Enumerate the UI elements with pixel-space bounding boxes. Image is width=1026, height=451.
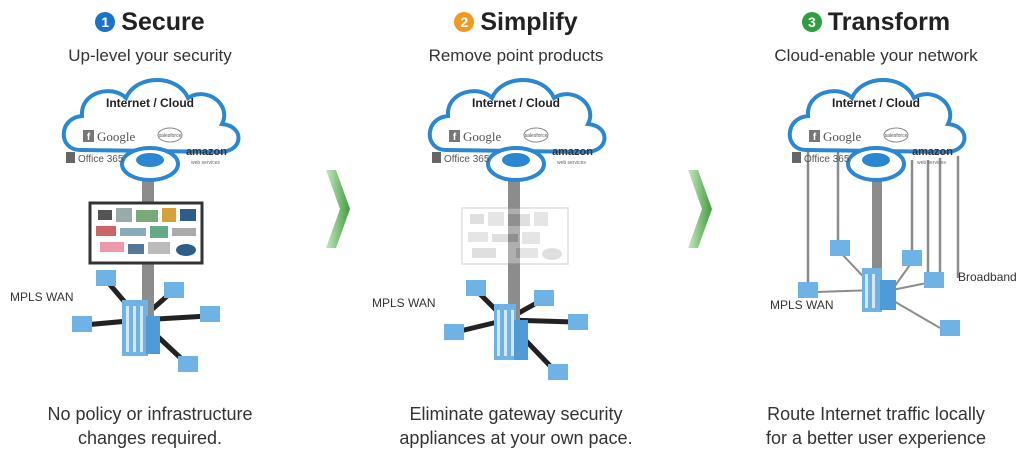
internet-cloud-icon <box>427 78 607 182</box>
mpls-wan-label: MPLS WAN <box>770 298 834 312</box>
facebook-logo-text: f <box>453 132 457 143</box>
panel-subtitle: Cloud-enable your network <box>774 46 978 65</box>
cloud-title: Internet / Cloud <box>106 96 194 110</box>
branch-office-icon <box>466 280 486 296</box>
branch-office-icon <box>568 314 588 330</box>
hq-building-icon <box>122 300 160 356</box>
facebook-logo-text: f <box>87 132 91 143</box>
salesforce-logo-text: salesforce <box>525 133 548 139</box>
salesforce-icon <box>883 127 909 143</box>
internet-cloud-icon <box>787 78 967 182</box>
mpls-wan-label: MPLS WAN <box>372 296 436 310</box>
branch-office-icon <box>534 290 554 306</box>
trunk-pipe <box>872 180 882 272</box>
secure-diagram: Internet / Cloud f Google salesforce Off… <box>61 78 241 372</box>
amazon-logo-text: amazon <box>912 146 953 158</box>
office-icon <box>792 152 801 163</box>
panel-description: Eliminate gateway security appliances at… <box>366 402 666 450</box>
chevron-right-icon <box>688 170 712 248</box>
cloud-title: Internet / Cloud <box>472 96 560 110</box>
hq-building-icon <box>494 304 528 360</box>
branch-office-icon <box>164 282 184 298</box>
amazon-logo-text: amazon <box>186 146 227 158</box>
panel-description: Route Internet traffic locally for a bet… <box>726 402 1026 450</box>
transform-diagram: Internet / Cloud f Google salesforce Off… <box>787 78 967 336</box>
branch-office-icon <box>72 316 92 332</box>
branch-offices <box>72 270 220 372</box>
branch-office-icon <box>830 240 850 256</box>
branch-office-icon <box>902 250 922 266</box>
broadband-label: Broadband <box>958 270 1017 284</box>
direct-internet-links <box>806 150 960 284</box>
panel-title: Transform <box>827 8 951 36</box>
panel-subtitle: Remove point products <box>428 46 604 65</box>
mpls-wan-label: MPLS WAN <box>10 290 74 304</box>
branch-office-icon <box>200 306 220 322</box>
office-logo-text: Office 365 <box>804 154 850 165</box>
branch-office-icon <box>924 272 944 288</box>
office-icon <box>432 152 441 163</box>
description-line: for a better user experience <box>765 428 987 448</box>
simplify-diagram: Internet / Cloud f Google salesforce Off… <box>427 78 607 380</box>
facebook-icon <box>449 130 460 142</box>
branch-offices <box>798 240 960 336</box>
chevron-right-icon <box>326 170 350 248</box>
branch-office-icon <box>548 364 568 380</box>
step-number-badge: 1 <box>95 12 116 32</box>
google-logo-text: Google <box>463 129 502 144</box>
branch-office-icon <box>96 270 116 286</box>
branch-office-icon <box>798 282 818 298</box>
facebook-icon <box>83 130 94 142</box>
branch-office-icon <box>940 320 960 336</box>
branch-office-icon <box>444 324 464 340</box>
description-line: Route Internet traffic locally <box>767 404 985 424</box>
gateway-appliance-stack <box>88 201 204 265</box>
facebook-logo-text: f <box>813 132 817 143</box>
office-icon <box>66 152 75 163</box>
salesforce-logo-text: salesforce <box>885 133 908 139</box>
description-line: No policy or infrastructure <box>47 404 253 424</box>
salesforce-icon <box>157 127 183 143</box>
cloud-title: Internet / Cloud <box>832 96 920 110</box>
description-line: Eliminate gateway security <box>409 404 623 424</box>
description-line: appliances at your own pace. <box>399 428 633 448</box>
step-number-badge: 2 <box>454 12 475 32</box>
panel-subtitle: Up-level your security <box>68 46 232 65</box>
panel-description: No policy or infrastructure changes requ… <box>0 402 300 450</box>
step-number-badge: 3 <box>801 12 822 32</box>
google-logo-text: Google <box>97 129 136 144</box>
aws-logo-text: web services <box>191 160 220 166</box>
office-logo-text: Office 365 <box>444 154 490 165</box>
faded-appliance-stack <box>461 207 569 265</box>
panel-title: Simplify <box>480 8 578 36</box>
description-line: changes required. <box>77 428 223 448</box>
facebook-icon <box>809 130 820 142</box>
salesforce-icon <box>523 127 549 143</box>
aws-logo-text: web services <box>557 160 586 166</box>
branch-office-icon <box>178 356 198 372</box>
hq-building-icon <box>862 268 896 312</box>
trunk-pipe <box>508 180 520 320</box>
aws-logo-text: web services <box>917 160 946 166</box>
office-logo-text: Office 365 <box>78 154 124 165</box>
amazon-logo-text: amazon <box>552 146 593 158</box>
panel-title: Secure <box>121 8 205 36</box>
google-logo-text: Google <box>823 129 862 144</box>
branch-offices <box>444 280 588 380</box>
internet-cloud-icon <box>61 78 241 182</box>
salesforce-logo-text: salesforce <box>159 133 182 139</box>
